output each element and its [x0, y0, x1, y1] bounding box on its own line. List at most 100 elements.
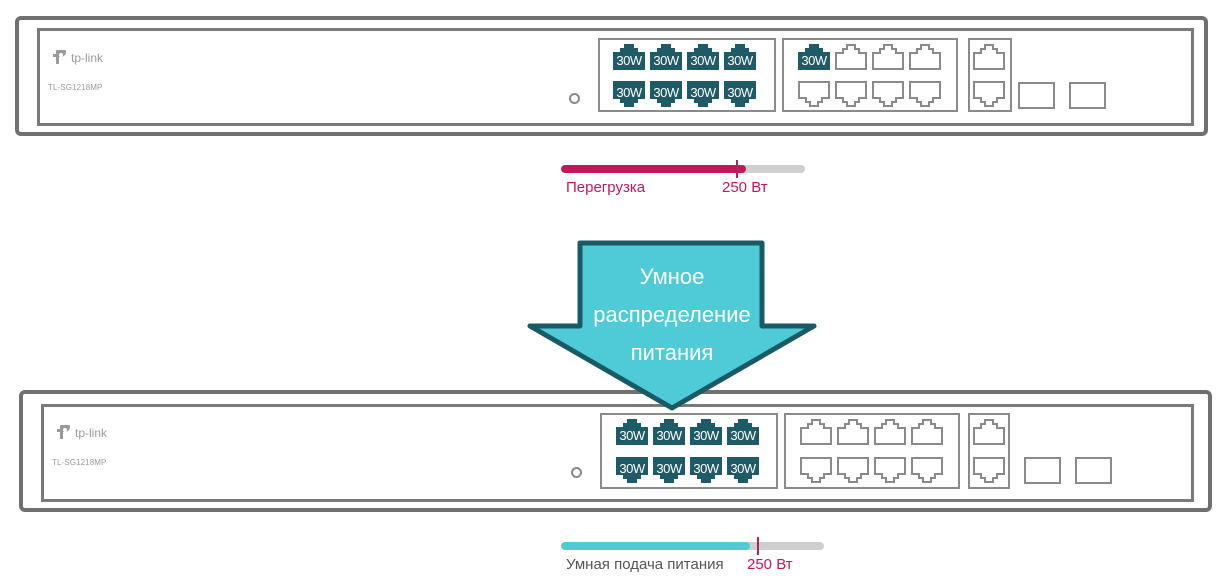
- poe-power-label: 30W: [730, 461, 756, 476]
- top-brand-logo: tp-link: [50, 47, 104, 66]
- bottom-switch-faceplate: [41, 404, 1194, 502]
- poe-power-label: 30W: [653, 53, 679, 68]
- ethernet-port-icon: [911, 419, 943, 445]
- port-g1-top-3: 30W: [686, 43, 720, 71]
- poe-power-label: 30W: [693, 428, 719, 443]
- port-g2-top-1: [799, 418, 833, 446]
- port-g1-top-2: 30W: [649, 43, 683, 71]
- port-g3-bottom: [972, 456, 1006, 484]
- poe-ethernet-port-icon: [613, 44, 645, 70]
- arrow-caption-line-2: распределение: [593, 302, 751, 327]
- poe-ethernet-port-icon: [613, 81, 645, 107]
- top-power-bar-fill: [561, 165, 747, 173]
- port-g1-top-1: 30W: [615, 418, 649, 446]
- port-g2-bottom-4: [910, 456, 944, 484]
- poe-power-label: 30W: [690, 53, 716, 68]
- port-g2-top-2: [834, 43, 868, 71]
- poe-ethernet-port-icon: [650, 81, 682, 107]
- poe-ethernet-port-icon: [687, 81, 719, 107]
- ethernet-port-icon: [909, 44, 941, 70]
- poe-power-label: 30W: [730, 428, 756, 443]
- poe-power-label: 30W: [616, 85, 642, 100]
- poe-ethernet-port-icon: [616, 419, 648, 445]
- poe-power-label: 30W: [656, 428, 682, 443]
- poe-ethernet-port-icon: [724, 44, 756, 70]
- port-g2-bottom-1: [799, 456, 833, 484]
- smart-distribution-arrow-icon: [527, 240, 817, 411]
- port-g2-bottom-3: [871, 80, 905, 108]
- port-g1-bottom-1: 30W: [612, 80, 646, 108]
- port-g1-bottom-3: 30W: [686, 80, 720, 108]
- top-sfp-port-1: [1018, 82, 1055, 109]
- port-g1-bottom-1: 30W: [615, 456, 649, 484]
- poe-power-label: 30W: [616, 53, 642, 68]
- port-g1-top-1: 30W: [612, 43, 646, 71]
- arrow-caption: Умное распределение питания: [572, 258, 772, 372]
- port-g3-bottom: [972, 80, 1006, 108]
- top-model-name: TL-SG1218MP: [48, 83, 103, 92]
- bottom-limit-marker: [757, 537, 760, 555]
- bottom-limit-label: 250 Вт: [747, 556, 793, 573]
- ethernet-port-icon: [798, 81, 830, 107]
- bottom-power-bar: [561, 542, 824, 550]
- port-g1-top-2: 30W: [652, 418, 686, 446]
- port-g1-bottom-2: 30W: [649, 80, 683, 108]
- ethernet-port-icon: [973, 419, 1005, 445]
- bottom-model-name: TL-SG1218MP: [52, 458, 107, 467]
- poe-ethernet-port-icon: [727, 419, 759, 445]
- poe-ethernet-port-icon: [616, 457, 648, 483]
- poe-power-label: 30W: [727, 53, 753, 68]
- poe-ethernet-port-icon: [690, 419, 722, 445]
- port-g1-bottom-4: 30W: [723, 80, 757, 108]
- top-switch: [15, 16, 1208, 136]
- tplink-logo-icon: [54, 422, 72, 441]
- bottom-power-led: [571, 467, 582, 478]
- poe-power-label: 30W: [727, 85, 753, 100]
- poe-power-label: 30W: [619, 428, 645, 443]
- ethernet-port-icon: [911, 457, 943, 483]
- port-g3-top: [972, 418, 1006, 446]
- ethernet-port-icon: [835, 81, 867, 107]
- top-sfp-port-2: [1069, 82, 1106, 109]
- ethernet-port-icon: [800, 419, 832, 445]
- poe-ethernet-port-icon: [727, 457, 759, 483]
- ethernet-port-icon: [973, 457, 1005, 483]
- port-g2-bottom-1: [797, 80, 831, 108]
- port-g2-bottom-3: [873, 456, 907, 484]
- ethernet-port-icon: [800, 457, 832, 483]
- poe-ethernet-port-icon: [650, 44, 682, 70]
- port-g3-top: [972, 43, 1006, 71]
- port-g1-bottom-2: 30W: [652, 456, 686, 484]
- port-g2-top-3: [873, 418, 907, 446]
- poe-ethernet-port-icon: [724, 81, 756, 107]
- ethernet-port-icon: [837, 419, 869, 445]
- top-power-bar: [561, 165, 805, 173]
- poe-ethernet-port-icon: [653, 419, 685, 445]
- ethernet-port-icon: [835, 44, 867, 70]
- port-g1-top-3: 30W: [689, 418, 723, 446]
- arrow-caption-line-1: Умное: [639, 264, 705, 289]
- port-g2-top-1: 30W: [797, 43, 831, 71]
- top-bar-label: Перегрузка: [566, 179, 646, 196]
- bottom-power-bar-fill: [561, 542, 751, 550]
- bottom-port-group-1: [600, 413, 778, 489]
- tplink-logo-icon: [50, 47, 68, 66]
- poe-ethernet-port-icon: [687, 44, 719, 70]
- brand-name: tp-link: [71, 51, 104, 65]
- poe-power-label: 30W: [690, 85, 716, 100]
- poe-ethernet-port-icon: [690, 457, 722, 483]
- ethernet-port-icon: [872, 81, 904, 107]
- port-g2-top-4: [910, 418, 944, 446]
- top-port-group-3: [968, 38, 1012, 112]
- poe-power-label: 30W: [801, 53, 827, 68]
- port-g2-top-4: [908, 43, 942, 71]
- ethernet-port-icon: [872, 44, 904, 70]
- arrow-caption-line-3: питания: [630, 340, 714, 365]
- port-g1-top-4: 30W: [726, 418, 760, 446]
- top-switch-faceplate: [37, 28, 1194, 126]
- port-g2-top-2: [836, 418, 870, 446]
- port-g2-bottom-2: [836, 456, 870, 484]
- port-g2-bottom-4: [908, 80, 942, 108]
- bottom-switch: [19, 390, 1212, 512]
- ethernet-port-icon: [874, 419, 906, 445]
